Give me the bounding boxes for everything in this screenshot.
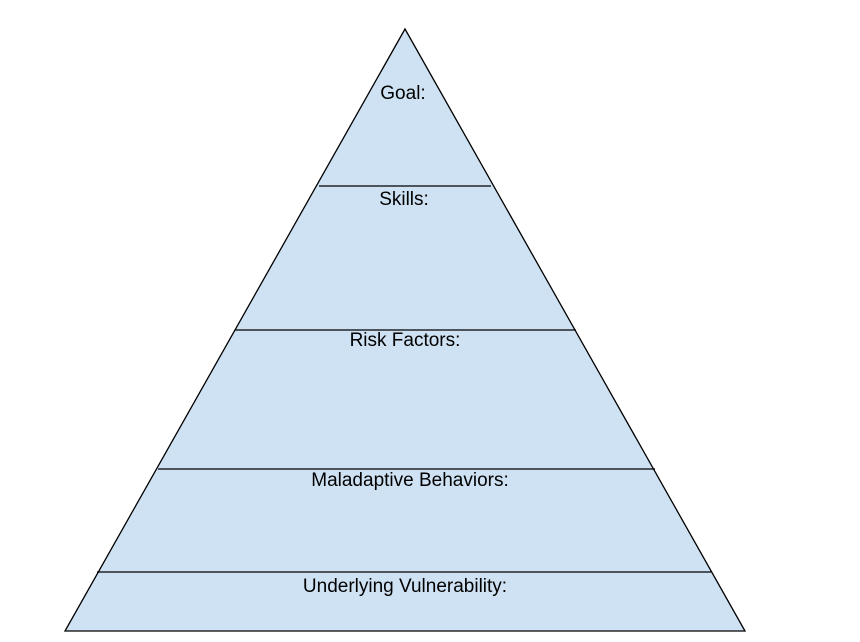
tier-label-underlying-vulnerability: Underlying Vulnerability: [303,576,507,597]
tier-label-maladaptive-behaviors: Maladaptive Behaviors: [311,470,509,491]
tier-label-risk-factors: Risk Factors: [350,330,461,351]
tier-label-goal: Goal: [380,83,425,104]
tier-label-skills: Skills: [379,189,429,210]
